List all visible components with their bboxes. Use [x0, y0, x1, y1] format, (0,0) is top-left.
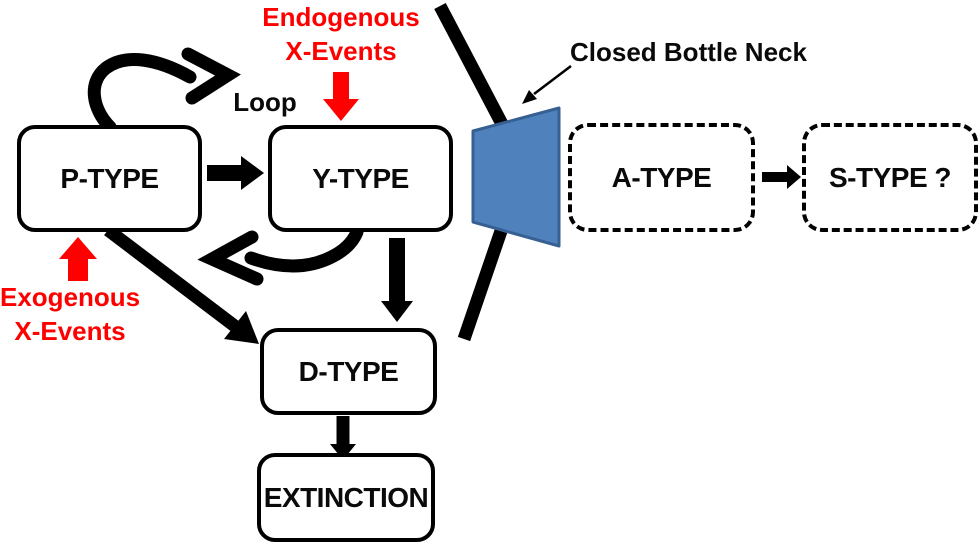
node-d-type: D-TYPE — [260, 328, 437, 415]
bottleneck-trapezoid — [471, 106, 561, 248]
a-to-s-arrow-head — [787, 165, 801, 189]
node-s-type: S-TYPE ? — [802, 123, 978, 232]
p-to-y-arrow-head — [241, 156, 264, 190]
bottleneck-line-bottom — [457, 228, 508, 342]
p-to-d-arrow-shaft — [104, 224, 240, 333]
node-extinction: EXTINCTION — [257, 453, 435, 542]
p-to-d-arrow-head — [224, 311, 259, 344]
node-s-type-label: S-TYPE ? — [828, 161, 952, 193]
exogenous-red-arrow — [59, 237, 97, 281]
bottleneck-callout-arrow-head — [522, 90, 537, 104]
loop-arrow-curve — [87, 53, 197, 134]
node-a-type: A-TYPE — [568, 123, 755, 232]
node-extinction-label: EXTINCTION — [263, 481, 429, 513]
label-exogenous-line2: X-Events — [14, 316, 126, 346]
node-p-type-label: P-TYPE — [60, 162, 159, 194]
y-return-arrow-head — [197, 230, 264, 286]
node-p-type: P-TYPE — [17, 125, 202, 232]
y-return-arrow-curve — [244, 225, 364, 273]
label-loop: Loop — [233, 87, 297, 117]
node-y-type: Y-TYPE — [268, 125, 453, 232]
endogenous-red-arrow — [323, 72, 359, 121]
label-exogenous-x-events: Exogenous X-Events — [0, 280, 140, 348]
node-a-type-label: A-TYPE — [611, 161, 712, 193]
bottleneck-line-top — [434, 2, 508, 128]
bottleneck-callout-arrow-shaft — [533, 65, 572, 95]
label-exogenous-line1: Exogenous — [0, 282, 141, 312]
y-to-d-arrow-head — [381, 301, 413, 322]
node-y-type-label: Y-TYPE — [312, 162, 409, 194]
label-endogenous-x-events: Endogenous X-Events — [251, 0, 431, 68]
label-closed-bottle-neck: Closed Bottle Neck — [570, 37, 807, 67]
label-endogenous-line1: Endogenous — [262, 2, 420, 32]
label-endogenous-line2: X-Events — [285, 36, 397, 66]
d-to-extinction-arrow-head — [330, 444, 356, 460]
node-d-type-label: D-TYPE — [298, 355, 399, 387]
loop-arrow-head — [181, 47, 241, 105]
